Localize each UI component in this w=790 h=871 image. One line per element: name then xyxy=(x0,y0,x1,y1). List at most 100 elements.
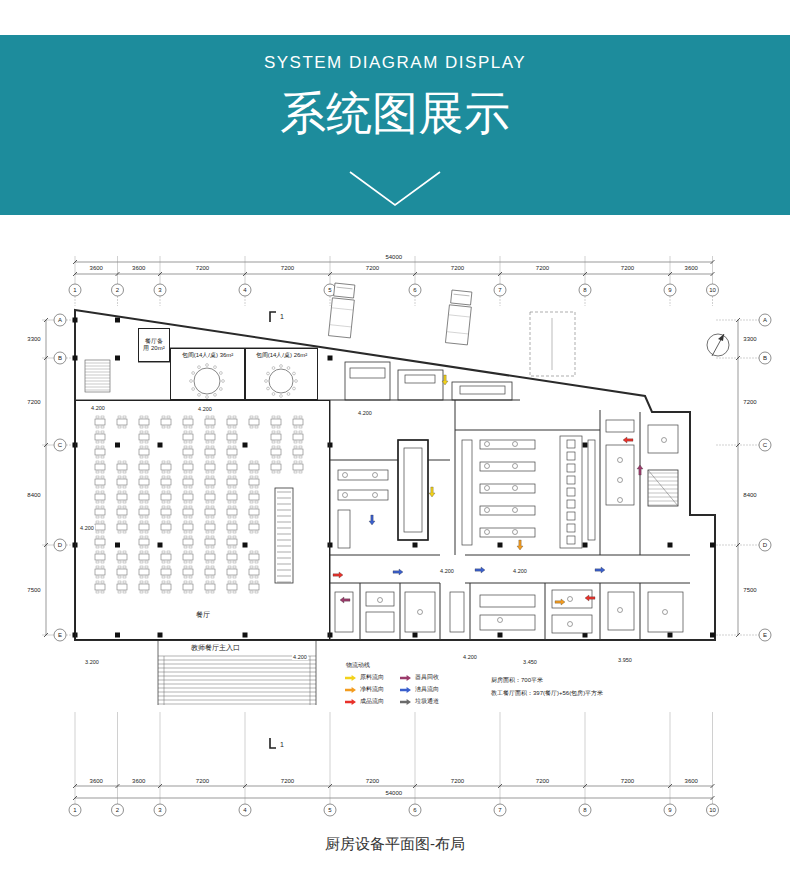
chair xyxy=(162,506,165,508)
grid-line xyxy=(245,296,246,306)
truck-symbol xyxy=(328,283,355,338)
chair xyxy=(123,426,126,428)
chair xyxy=(214,393,217,396)
flow-arrow xyxy=(475,567,485,573)
chair xyxy=(140,476,143,478)
column xyxy=(583,443,588,448)
grid-line xyxy=(585,296,586,306)
kitchen-equipment-unit xyxy=(462,440,472,545)
conveyor-rung xyxy=(277,576,291,577)
flow-arrow xyxy=(517,540,523,550)
chair xyxy=(189,456,192,458)
dining-table xyxy=(205,539,215,545)
dimension-text: 7200 xyxy=(535,265,550,272)
chair xyxy=(145,426,148,428)
chair xyxy=(206,471,209,473)
dimension-text: 7200 xyxy=(195,265,210,272)
chair xyxy=(189,426,192,428)
chair xyxy=(167,516,170,518)
chair xyxy=(294,441,297,443)
dining-table xyxy=(205,509,215,515)
dimension-tick xyxy=(498,784,502,788)
chair xyxy=(96,491,99,493)
chair xyxy=(211,536,214,538)
chair xyxy=(211,431,214,433)
grid-line xyxy=(42,445,54,446)
chair xyxy=(233,416,236,418)
chair xyxy=(145,491,148,493)
chair xyxy=(211,456,214,458)
dimension-text: 4.200 xyxy=(357,410,373,416)
flow-arrow xyxy=(442,375,448,385)
chair xyxy=(96,516,99,518)
chair xyxy=(162,416,165,418)
chair xyxy=(167,476,170,478)
chair xyxy=(228,506,231,508)
chair xyxy=(184,576,187,578)
chair xyxy=(255,491,258,493)
stair-tread xyxy=(85,366,110,367)
chair xyxy=(118,576,121,578)
dining-table xyxy=(205,434,215,440)
chair xyxy=(101,446,104,448)
dock-arrow xyxy=(552,318,553,370)
sink-symbol xyxy=(498,618,503,623)
dining-table xyxy=(205,419,215,425)
chair xyxy=(299,431,302,433)
dining-table xyxy=(95,449,105,455)
kitchen-equipment-unit xyxy=(366,592,394,606)
dining-table xyxy=(293,419,303,425)
dining-table xyxy=(205,584,215,590)
chair xyxy=(272,441,275,443)
burner xyxy=(567,500,575,508)
dining-table xyxy=(271,419,281,425)
chair xyxy=(184,431,187,433)
column xyxy=(328,633,333,638)
legend-swatch xyxy=(400,699,411,705)
railing xyxy=(310,656,311,705)
workstation-frame xyxy=(398,440,428,540)
chair xyxy=(233,431,236,433)
chair xyxy=(294,446,297,448)
chair xyxy=(294,416,297,418)
chair xyxy=(250,471,253,473)
flow-arrow xyxy=(333,572,343,578)
kitchen-equipment-unit xyxy=(338,510,350,548)
room-name: 餐厅 xyxy=(195,611,211,619)
chair xyxy=(294,431,297,433)
chair xyxy=(101,501,104,503)
chair xyxy=(123,461,126,463)
grid-line xyxy=(415,256,416,284)
grid-bubble xyxy=(154,284,166,296)
dining-table xyxy=(183,554,193,560)
chair xyxy=(184,521,187,523)
chair xyxy=(206,396,209,399)
burner xyxy=(567,512,575,520)
grid-bubble xyxy=(239,284,251,296)
grid-number: 8 xyxy=(583,807,586,814)
dimension-text: 54000 xyxy=(384,254,403,261)
chair xyxy=(184,561,187,563)
dimension-tick xyxy=(736,356,740,360)
grid-number: 6 xyxy=(413,807,416,814)
chair xyxy=(206,506,209,508)
truck-cab xyxy=(451,290,472,305)
chair xyxy=(140,486,143,488)
railing xyxy=(158,640,159,705)
grid-number: 4 xyxy=(243,287,246,294)
wall xyxy=(600,583,601,640)
grid-line xyxy=(42,320,54,321)
chair xyxy=(189,546,192,548)
storage-room xyxy=(345,362,390,400)
wall xyxy=(330,583,440,584)
chair xyxy=(162,516,165,518)
flow-arrow xyxy=(429,487,435,497)
conveyor-rung xyxy=(277,564,291,565)
dimension-tick xyxy=(668,272,672,276)
chair xyxy=(211,521,214,523)
chair xyxy=(189,446,192,448)
flow-arrow xyxy=(623,437,633,443)
dimension-text: 7500 xyxy=(742,587,757,594)
grid-line xyxy=(42,545,54,546)
chair xyxy=(184,441,187,443)
